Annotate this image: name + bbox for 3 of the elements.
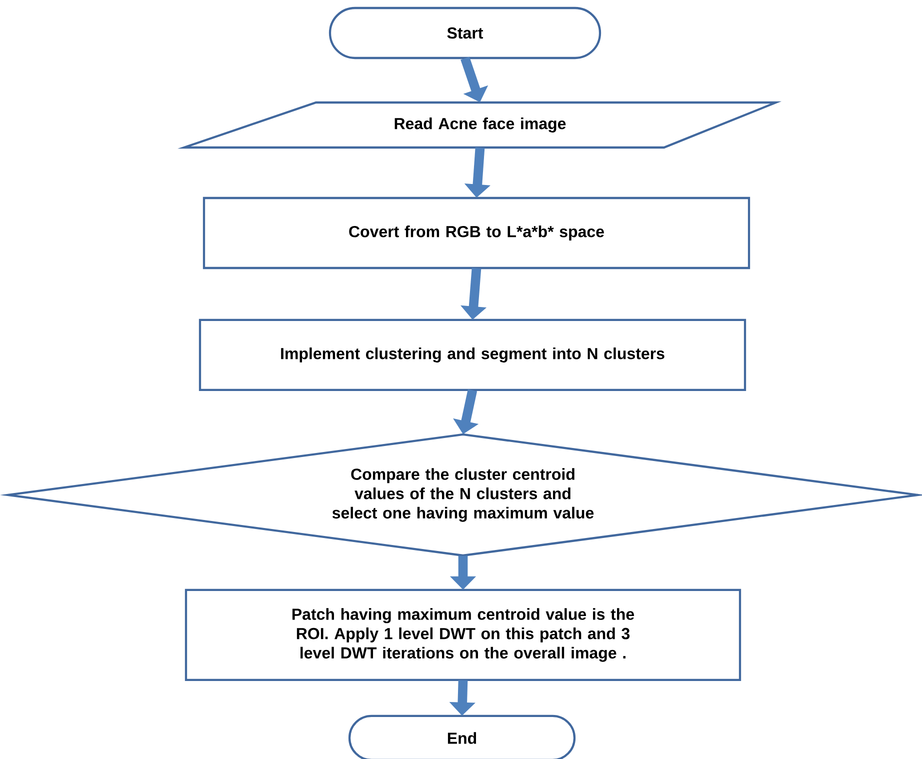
process-box: Patch having maximum centroid value is the ROI. Apply 1 level DWT on this patch and 3 level DWT iterations on the overall image . xyxy=(184,588,742,682)
process-box: Covert from RGB to L*a*b* space xyxy=(202,196,750,270)
process-box: Implement clustering and segment into N clusters xyxy=(198,318,746,392)
